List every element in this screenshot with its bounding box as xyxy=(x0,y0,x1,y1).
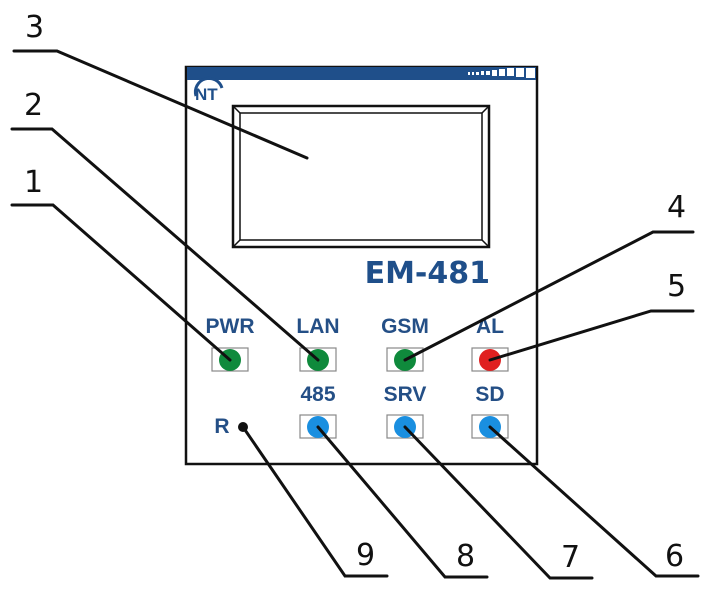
sd-label: SD xyxy=(475,383,504,406)
reset-label: R xyxy=(214,415,229,438)
callout-line-2 xyxy=(10,127,320,362)
callout-1: 1 xyxy=(24,165,43,200)
callout-line-8 xyxy=(316,425,489,579)
gsm-label: GSM xyxy=(381,315,429,338)
signal-indicator-icon xyxy=(468,68,535,78)
callout-6: 6 xyxy=(665,539,684,574)
callout-3: 3 xyxy=(25,10,44,45)
callout-5: 5 xyxy=(667,269,686,304)
485-label: 485 xyxy=(300,383,335,406)
srv-label: SRV xyxy=(384,383,427,406)
callout-9: 9 xyxy=(356,538,375,573)
nt-logo-icon: NT xyxy=(193,71,224,104)
callout-4: 4 xyxy=(667,190,686,225)
display-screen xyxy=(231,104,491,249)
logo-text: NT xyxy=(195,85,218,104)
al-label: AL xyxy=(476,315,504,338)
callout-7: 7 xyxy=(561,540,580,575)
model-label: EM-481 xyxy=(365,256,490,291)
callout-line-7 xyxy=(403,425,594,580)
callout-8: 8 xyxy=(456,539,475,574)
callout-line-5 xyxy=(488,309,695,362)
header-bar xyxy=(187,67,536,80)
callout-line-3 xyxy=(12,49,309,160)
callout-line-4 xyxy=(403,230,695,362)
pwr-label: PWR xyxy=(206,315,255,338)
callout-line-9 xyxy=(241,425,389,578)
callout-2: 2 xyxy=(24,88,43,123)
callout-line-1 xyxy=(10,203,232,362)
lan-label: LAN xyxy=(296,315,339,338)
callout-line-6 xyxy=(488,425,700,578)
